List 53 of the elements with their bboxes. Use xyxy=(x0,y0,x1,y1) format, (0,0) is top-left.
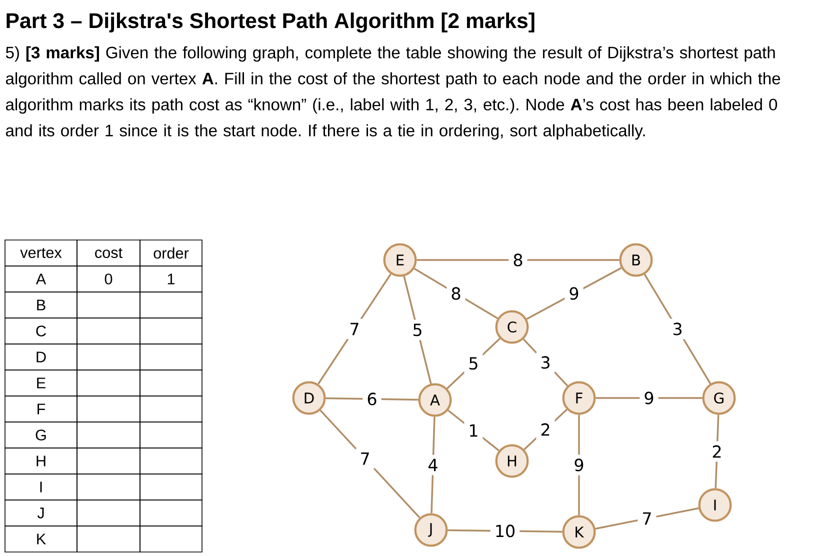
edge-label: 3 xyxy=(668,318,687,340)
edge-label: 10 xyxy=(490,520,520,542)
edge-label: 9 xyxy=(564,283,584,304)
table-cell: C xyxy=(4,318,78,344)
edge-label: 4 xyxy=(424,454,442,476)
edge-label: 6 xyxy=(362,388,382,410)
table-cell: I xyxy=(4,474,78,500)
column-header: order xyxy=(140,240,202,266)
graph-edge xyxy=(595,507,699,530)
edge-label: 2 xyxy=(536,419,555,440)
table-cell: B xyxy=(4,292,78,318)
graph-edge xyxy=(326,397,418,401)
graph-edge xyxy=(446,338,500,390)
table-cell: 1 xyxy=(140,266,202,292)
graph-edge xyxy=(596,397,702,399)
table-cell: K xyxy=(4,526,78,552)
graph-edge xyxy=(522,338,568,386)
table-cell: 0 xyxy=(76,266,140,292)
graph-edge xyxy=(416,259,620,261)
graph-edge xyxy=(318,273,392,384)
column-header: vertex xyxy=(4,240,78,266)
graph-edge xyxy=(430,416,436,514)
edge-label: 1 xyxy=(464,420,483,441)
graph-edge xyxy=(414,268,498,320)
heading: Part 3 – Dijkstra's Shortest Path Algorithm [2 marks] xyxy=(6,12,534,33)
edge-label: 8 xyxy=(446,283,466,304)
table-cell: H xyxy=(4,448,78,474)
edge-label: 9 xyxy=(570,454,588,476)
graph-edge xyxy=(448,410,500,452)
edge-label: 7 xyxy=(638,508,656,529)
edge-label: 2 xyxy=(708,441,726,462)
graph-edge xyxy=(524,408,568,450)
question-text: 5) [3 marks] Given the following graph, complete the table showing the result of Dijkstra’s shortest path algorithm called on vertex A. Fill in the cost of the shortest path to each node and the order in which the algorithm marks its path cost as “known” (i.e., label with 1, 2, 3, etc.). Node A’s cost has been labeled 0 and its order 1 since it is the start node. If there is a tie in ordering, sort alphabetically. xyxy=(6,46,780,140)
table-cell: J xyxy=(4,500,78,526)
edge-label: 5 xyxy=(464,353,483,374)
graph-edge xyxy=(714,414,720,488)
column-header: cost xyxy=(76,240,140,266)
table-cell: D xyxy=(4,344,78,370)
edge-label: 5 xyxy=(408,320,427,340)
edge-label: 3 xyxy=(536,352,555,373)
edge-label: 9 xyxy=(640,388,658,408)
edge-label: 7 xyxy=(356,448,374,469)
table-cell: G xyxy=(4,422,78,448)
table-cell: A xyxy=(4,266,78,292)
graph-edge xyxy=(320,410,420,518)
table-cell: E xyxy=(4,370,78,396)
table-cell: F xyxy=(4,396,78,422)
graph-edge xyxy=(644,274,712,384)
graph-edge xyxy=(578,414,580,516)
edge-label: 8 xyxy=(508,250,528,270)
edge-label: 7 xyxy=(345,318,364,340)
graph-edge xyxy=(403,276,432,384)
graph-edge xyxy=(526,267,622,320)
